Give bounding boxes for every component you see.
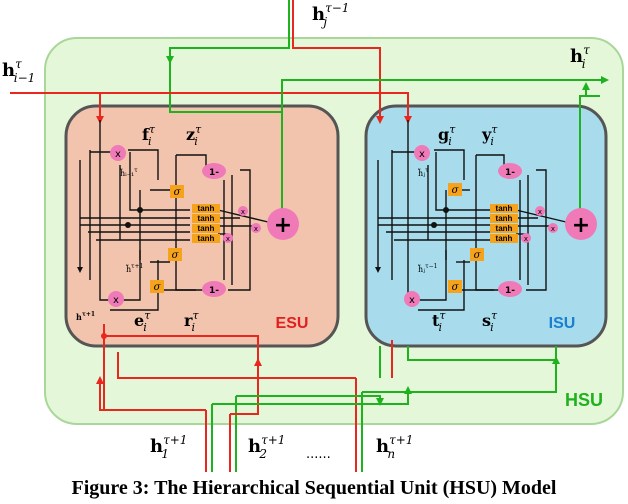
esu-one-minus-top [202, 163, 226, 179]
isu-tanh-3-label: tanh [496, 224, 513, 233]
isu-multiply-bottom [404, 291, 420, 307]
label-esu-htilde-bot: h̃τ+1 [125, 263, 143, 274]
esu-tanh-3-label: tanh [198, 224, 215, 233]
isu-junction [443, 207, 449, 213]
esu-multiply-r1 [238, 206, 248, 216]
isu-one-minus-top-label: 1- [505, 168, 515, 178]
isu-sigma-top-label: σ [452, 185, 460, 196]
esu-one-minus-bottom [202, 281, 226, 297]
esu-tanh-2-label: tanh [198, 214, 215, 223]
esu-sum-label: + [274, 213, 292, 238]
isu-tanh-4-label: tanh [496, 234, 513, 243]
label-esu-h-bot: hτ+1 [76, 311, 95, 322]
esu-multiply-bottom [108, 291, 124, 307]
esu-operators: x x σ σ σ 1- 1- tanh tanh tanh tanh x x … [108, 145, 299, 307]
isu-mr1-label: x [538, 208, 542, 216]
isu-label: ISU [549, 315, 576, 332]
esu-tanh-1 [192, 204, 220, 213]
esu-multiply-top-label: x [115, 149, 121, 160]
esu-tanh-2 [192, 214, 220, 223]
isu-sigma-top [448, 183, 462, 196]
esu-mr3-label: x [226, 235, 230, 243]
label-isu-htilde-bot: h̃ⱼτ−1 [417, 263, 437, 274]
isu-tanh-2 [490, 214, 518, 223]
esu-mr2-label: x [254, 225, 258, 233]
esu-tanh-4-label: tanh [198, 234, 215, 243]
esu-one-minus-bottom-label: 1- [209, 286, 219, 296]
esu-tanh-1-label: tanh [198, 204, 215, 213]
isu-multiply-top-label: x [419, 149, 425, 160]
isu-sum-label: + [572, 213, 590, 238]
isu-one-minus-top [498, 163, 522, 179]
esu-sigma-bottom [168, 248, 182, 261]
isu-tanh-1 [490, 204, 518, 213]
esu-multiply-top [110, 145, 126, 161]
isu-sigma-left-label: σ [452, 282, 460, 293]
isu-one-minus-bottom-label: 1- [505, 286, 515, 296]
esu-sum [267, 208, 299, 240]
isu-sigma-bottom [470, 248, 484, 261]
isu-tanh-1-label: tanh [496, 204, 513, 213]
isu-multiply-bottom-label: x [409, 295, 415, 306]
hsu-label: HSU [565, 390, 603, 410]
isu-tanh-4 [490, 234, 518, 243]
isu-sigma-bottom-label: σ [474, 250, 482, 261]
esu-multiply-r3 [223, 233, 233, 243]
isu-one-minus-bottom [498, 281, 522, 297]
isu-internal-wires [375, 120, 567, 311]
esu-sigma-left-label: σ [154, 282, 162, 293]
figure-caption: Figure 3: The Hierarchical Sequential Un… [71, 477, 557, 499]
label-dots: ...... [306, 447, 331, 462]
esu-junction [125, 222, 131, 228]
isu-multiply-r2 [548, 223, 558, 233]
isu-multiply-top [414, 145, 430, 161]
esu-sigma-top [170, 185, 184, 198]
esu-multiply-bottom-label: x [113, 295, 119, 306]
esu-sigma-top-label: σ [174, 187, 182, 198]
label-isu-htilde-top: h̃ⱼτ [417, 167, 429, 178]
esu-sigma-left [150, 280, 164, 293]
esu-mr1-label: x [241, 208, 245, 216]
isu-mr3-label: x [524, 235, 528, 243]
isu-operators: x x σ σ σ 1- 1- tanh tanh tanh tanh x x … [404, 145, 597, 307]
esu-multiply-r2 [251, 223, 261, 233]
esu-tanh-3 [192, 224, 220, 233]
label-esu-htilde-top: h̃ᵢ₋₁τ [119, 167, 138, 178]
esu-sigma-bottom-label: σ [172, 250, 180, 261]
isu-tanh-2-label: tanh [496, 214, 513, 223]
isu-multiply-r1 [535, 206, 545, 216]
isu-sigma-left [448, 280, 462, 293]
isu-sum [565, 208, 597, 240]
isu-junction [431, 222, 437, 228]
esu-junction [137, 207, 143, 213]
esu-label: ESU [276, 315, 309, 332]
isu-mr2-label: x [551, 225, 555, 233]
isu-tanh-3 [490, 224, 518, 233]
bottom-input-wires [96, 324, 560, 472]
isu-multiply-r3 [521, 233, 531, 243]
esu-tanh-4 [192, 234, 220, 243]
hsu-diagram: x x σ σ σ 1- 1- tanh tanh tanh tanh x x … [2, 0, 624, 472]
esu-one-minus-top-label: 1- [209, 168, 219, 178]
top-input-wires [10, 0, 609, 210]
